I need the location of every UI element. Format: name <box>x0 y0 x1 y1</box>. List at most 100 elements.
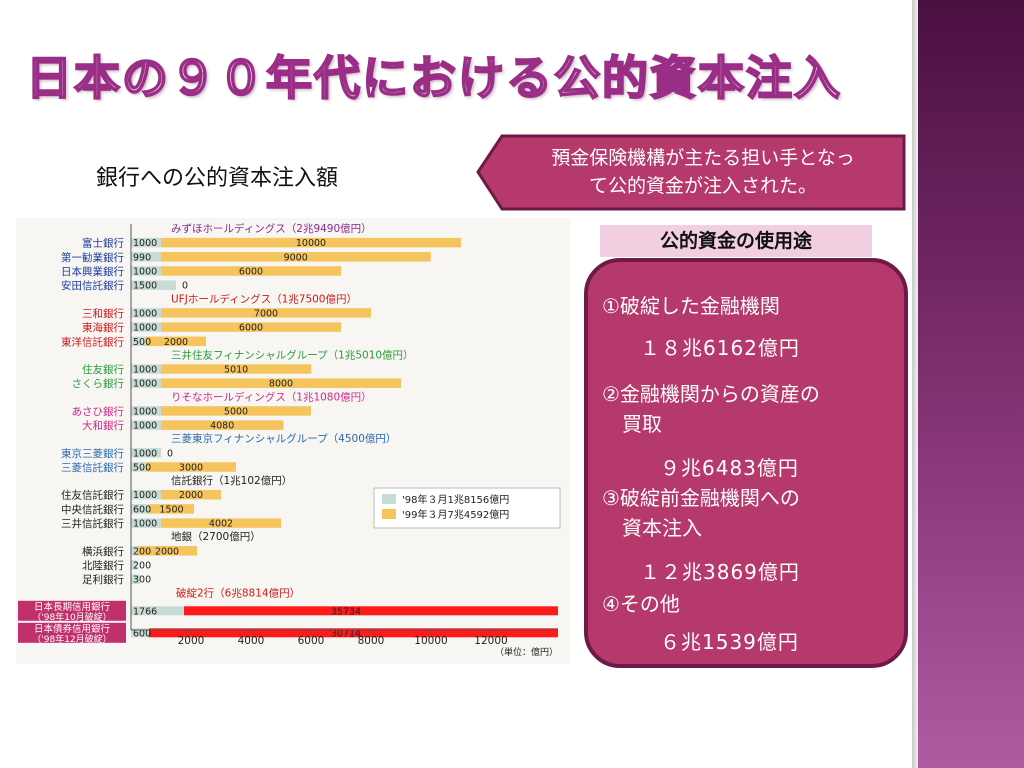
bar-98-4-0 <box>131 448 161 458</box>
bank-label-1-0: 三和銀行 <box>82 307 124 320</box>
bar-98-value-2-0: 1000 <box>133 365 157 376</box>
bank-label-4-1: 三菱信託銀行 <box>61 461 124 474</box>
bar-99-value-6-0: 2000 <box>155 546 179 557</box>
x-tick-label-1: 4000 <box>238 635 265 647</box>
bank-label-6-1: 北陸銀行 <box>82 559 124 572</box>
use-2-title: ②金融機関からの資産の <box>602 382 820 406</box>
use-1-amount: １８兆6162億円 <box>640 336 800 360</box>
bar-99-0-1 <box>160 252 431 262</box>
use-1-title: ①破綻した金融機関 <box>602 294 780 318</box>
bar-98-1-2 <box>131 336 146 347</box>
bar-99-5-1 <box>149 504 194 514</box>
bar-98-0-2 <box>131 266 161 276</box>
bar-98-value-5-1: 600 <box>133 504 151 515</box>
legend-swatch-1 <box>382 509 396 519</box>
bar-99-3-0 <box>161 406 311 416</box>
bar-98-2-1 <box>131 378 161 388</box>
chart-background <box>16 218 570 664</box>
bar-98-value-0-0: 1000 <box>133 238 157 249</box>
x-tick-label-4: 10000 <box>414 635 447 647</box>
bar-98-4-1 <box>131 462 146 472</box>
bar-99-value-7-0: 35734 <box>331 606 361 617</box>
group-label-0: みずほホールディングス（2兆9490億円） <box>171 222 372 235</box>
bank-label-2-0: 住友銀行 <box>82 363 124 376</box>
bar-99-2-1 <box>161 378 401 388</box>
bar-98-5-1 <box>131 504 149 514</box>
bar-99-7-1 <box>149 628 558 638</box>
bar-98-6-1 <box>131 560 137 570</box>
legend-box <box>373 487 561 529</box>
bar-99-0-0 <box>161 237 461 248</box>
bank-sublabel-7-1: （'98年12月破綻） <box>32 633 111 645</box>
uses-box: ①破綻した金融機関 １８兆6162億円 ②金融機関からの資産の 買取 ９兆648… <box>584 258 908 668</box>
decorative-sidebar <box>912 0 1024 768</box>
bar-98-7-0 <box>131 606 184 616</box>
bank-label-3-0: あさひ銀行 <box>72 405 125 418</box>
chart-heading: 銀行への公的資本注入額 <box>96 166 339 191</box>
x-tick-label-3: 8000 <box>358 635 385 647</box>
bar-99-value-3-1: 4080 <box>210 421 234 432</box>
use-4-amount: ６兆1539億円 <box>660 630 799 654</box>
bar-99-value-1-1: 6000 <box>239 323 263 334</box>
bank-label-1-1: 東海銀行 <box>82 321 124 334</box>
bar-99-value-5-2: 4002 <box>209 519 233 530</box>
bar-99-value-5-0: 2000 <box>179 490 203 501</box>
bar-99-5-2 <box>161 518 282 528</box>
bar-99-value-0-0: 10000 <box>296 238 326 249</box>
legend-label-1: '99年３月7兆4592億円 <box>402 508 509 521</box>
bank-label-2-1: さくら銀行 <box>72 377 125 390</box>
callout-line-1: 預金保険機構が主たる担い手となっ <box>551 147 855 169</box>
bar-98-value-3-0: 1000 <box>133 406 157 417</box>
bank-label-4-0: 東京三菱銀行 <box>61 447 124 460</box>
use-4-title: ④その他 <box>602 592 680 616</box>
bar-99-value-0-2: 6000 <box>239 267 263 278</box>
bank-label-0-2: 日本興業銀行 <box>61 265 124 278</box>
bar-98-2-0 <box>131 364 161 374</box>
group-label-6: 地銀（2700億円） <box>171 530 261 543</box>
bar-99-value-5-1: 1500 <box>159 504 183 515</box>
use-3-amount: １２兆3869億円 <box>640 560 800 584</box>
bar-99-6-0 <box>137 546 197 556</box>
bar-98-value-5-0: 1000 <box>133 490 157 501</box>
bank-label-6-2: 足利銀行 <box>82 573 124 586</box>
legend-label-0: '98年３月1兆8156億円 <box>402 493 509 506</box>
bar-98-1-0 <box>131 308 161 318</box>
bar-99-0-2 <box>161 266 341 276</box>
bar-99-value-1-0: 7000 <box>254 308 278 319</box>
use-3-title: ③破綻前金融機関への <box>602 486 800 510</box>
use-2-amount: ９兆6483億円 <box>660 456 799 480</box>
bar-99-value-4-1: 3000 <box>179 463 203 474</box>
bar-98-value-6-1: 200 <box>133 561 151 572</box>
bar-98-value-1-2: 500 <box>133 337 151 348</box>
bank-sublabel-7-0: （'98年10月破綻） <box>32 611 111 623</box>
bar-99-7-0 <box>183 606 559 616</box>
group-label-4: 三菱東京フィナンシャルグループ（4500億円） <box>171 432 396 445</box>
bar-98-5-2 <box>131 518 161 528</box>
bar-99-value-4-0: 0 <box>167 448 173 459</box>
bar-99-4-1 <box>146 462 236 472</box>
bank-label-7-0: 日本長期信用銀行 <box>34 601 111 613</box>
x-tick-label-2: 6000 <box>298 635 325 647</box>
bar-98-0-3 <box>131 280 176 290</box>
use-2-title-cont: 買取 <box>622 412 662 436</box>
bar-99-3-1 <box>161 420 284 430</box>
bar-98-value-4-0: 1000 <box>133 448 157 459</box>
x-tick-label-5: 12000 <box>474 635 507 647</box>
bar-98-value-0-2: 1000 <box>133 267 157 278</box>
bar-99-2-0 <box>161 364 312 374</box>
bank-label-7-1: 日本債券信用銀行 <box>34 623 111 635</box>
bank-label-6-0: 横浜銀行 <box>82 545 124 558</box>
bank-label-1-2: 東洋信託銀行 <box>61 335 124 348</box>
bar-99-1-0 <box>161 308 371 318</box>
bank-label-3-1: 大和銀行 <box>82 419 124 432</box>
bar-98-value-1-0: 1000 <box>133 308 157 319</box>
bar-98-value-2-1: 1000 <box>133 379 157 390</box>
bar-98-0-1 <box>131 252 161 262</box>
bar-98-7-1 <box>131 628 149 638</box>
bar-99-value-3-0: 5000 <box>224 406 248 417</box>
bar-98-6-2 <box>131 574 140 584</box>
group-label-1: UFJホールディングス（1兆7500億円） <box>171 292 357 305</box>
bar-98-value-6-0: 200 <box>133 546 151 557</box>
bar-99-value-7-1: 30714 <box>331 628 361 639</box>
